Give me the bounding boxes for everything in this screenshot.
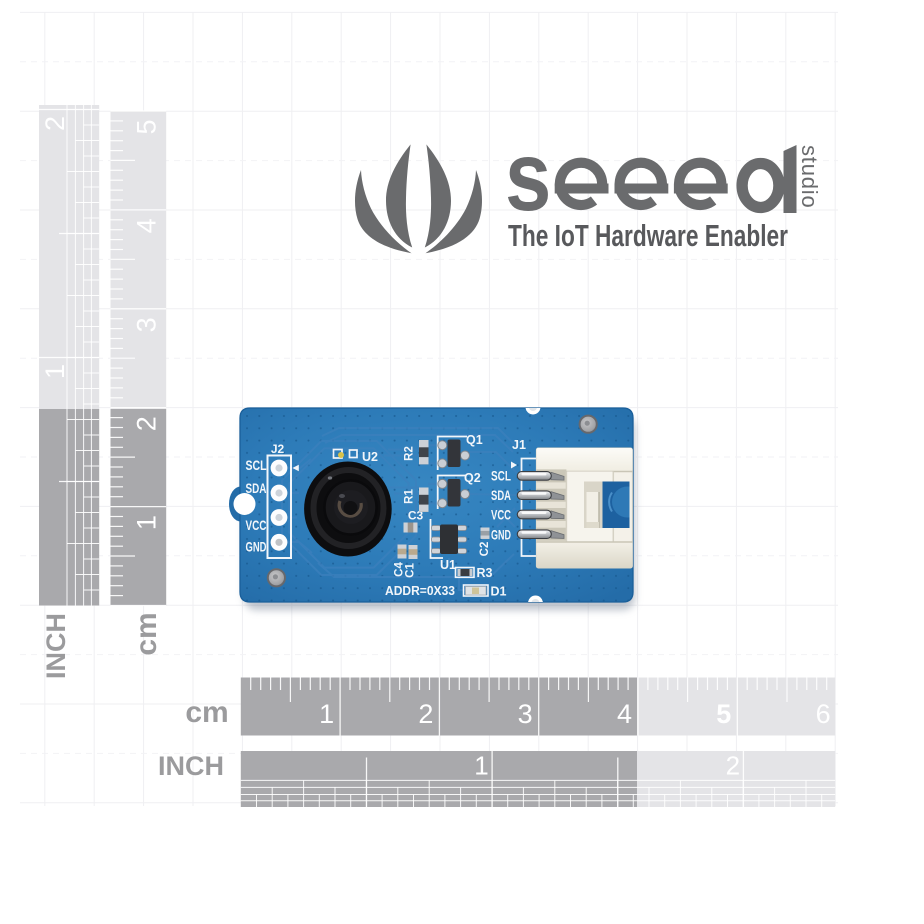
svg-text:studio: studio	[797, 145, 822, 209]
svg-text:INCH: INCH	[158, 751, 224, 781]
svg-text:GND: GND	[491, 527, 511, 542]
svg-text:VCC: VCC	[491, 507, 511, 522]
svg-text:5: 5	[132, 119, 162, 134]
svg-text:ADDR=0X33: ADDR=0X33	[385, 583, 455, 598]
svg-text:cm: cm	[130, 612, 163, 655]
svg-text:C1: C1	[405, 563, 417, 578]
svg-text:U1: U1	[440, 558, 456, 572]
svg-text:D1: D1	[491, 585, 507, 599]
svg-text:J1: J1	[512, 438, 526, 452]
svg-text:C4: C4	[394, 562, 406, 577]
svg-text:R2: R2	[404, 446, 416, 461]
svg-text:5: 5	[716, 699, 731, 729]
svg-text:s: s	[505, 123, 551, 232]
svg-text:2: 2	[40, 116, 70, 131]
svg-text:4: 4	[132, 218, 162, 233]
svg-text:GND: GND	[246, 540, 267, 555]
svg-text:C2: C2	[479, 542, 491, 557]
svg-text:U2: U2	[362, 450, 378, 464]
svg-text:1: 1	[40, 364, 70, 379]
svg-text:4: 4	[617, 699, 632, 729]
svg-text:INCH: INCH	[41, 613, 71, 679]
svg-text:cm: cm	[185, 696, 228, 729]
svg-text:R3: R3	[477, 566, 493, 580]
svg-text:3: 3	[518, 699, 533, 729]
svg-text:2: 2	[726, 751, 740, 781]
svg-text:Q2: Q2	[464, 471, 481, 485]
svg-text:C3: C3	[408, 509, 424, 523]
svg-text:2: 2	[132, 416, 162, 431]
svg-text:6: 6	[816, 699, 831, 729]
svg-text:SCL: SCL	[491, 469, 511, 484]
svg-text:2: 2	[418, 699, 433, 729]
svg-text:J2: J2	[271, 442, 285, 456]
svg-text:1: 1	[319, 699, 334, 729]
svg-text:SDA: SDA	[491, 488, 511, 503]
svg-text:R1: R1	[404, 489, 416, 504]
svg-text:VCC: VCC	[246, 518, 267, 533]
svg-text:Q1: Q1	[466, 433, 483, 447]
svg-text:1: 1	[474, 751, 488, 781]
svg-text:3: 3	[132, 317, 162, 332]
svg-text:SCL: SCL	[246, 458, 267, 473]
svg-text:The IoT Hardware Enabler: The IoT Hardware Enabler	[508, 218, 788, 253]
svg-text:1: 1	[132, 515, 162, 530]
svg-text:SDA: SDA	[246, 481, 267, 496]
